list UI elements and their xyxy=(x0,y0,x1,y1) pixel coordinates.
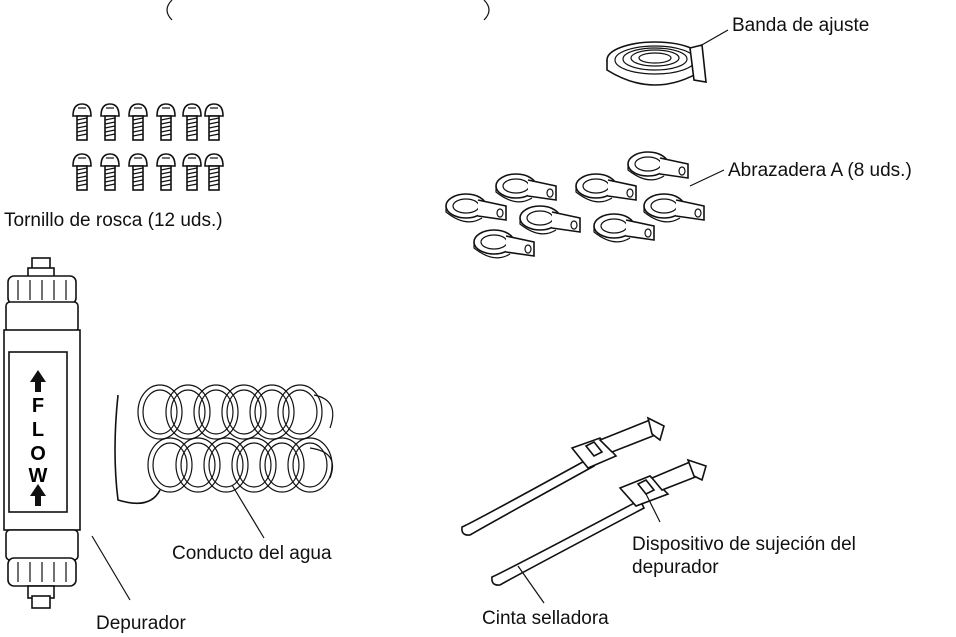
clamp-icon xyxy=(575,173,637,203)
clamp-icon xyxy=(495,173,557,203)
hose-loop xyxy=(147,437,193,493)
clamp-icon xyxy=(627,151,689,181)
label-sealing-tape: Cinta selladora xyxy=(482,608,609,629)
flow-letter: L xyxy=(32,419,44,441)
adjustment-band-roll xyxy=(606,29,729,86)
screw-icon xyxy=(156,153,176,191)
screw-icon xyxy=(72,103,92,141)
label-filter: Depurador xyxy=(96,613,186,634)
screw-icon xyxy=(128,153,148,191)
screw-icon xyxy=(204,153,224,191)
screw-icon xyxy=(100,103,120,141)
hose-loop xyxy=(175,437,221,493)
filter-holder-ties xyxy=(461,416,707,604)
flow-arrow-up-icon xyxy=(30,370,46,392)
hose-loop xyxy=(259,437,305,493)
flow-letter: O xyxy=(30,443,46,465)
clamp-icon xyxy=(473,229,535,259)
label-water-conduit: Conducto del agua xyxy=(172,543,332,564)
label-tapping-screw: Tornillo de rosca (12 uds.) xyxy=(4,210,223,231)
clamp-icon xyxy=(445,193,507,223)
screw-icon xyxy=(72,153,92,191)
screw-icon xyxy=(100,153,120,191)
water-hose-coil xyxy=(114,384,334,539)
hose-loop xyxy=(249,384,295,440)
flow-arrow-up-icon-bottom xyxy=(30,484,46,506)
label-adjustment-band: Banda de ajuste xyxy=(732,15,870,36)
label-filter-holder-line1: Dispositivo de sujeción del xyxy=(632,534,856,555)
hose-loop xyxy=(193,384,239,440)
hose-loop xyxy=(277,384,323,440)
label-clamp-a: Abrazadera A (8 uds.) xyxy=(728,160,912,181)
screw-icon xyxy=(182,153,202,191)
screw-icon xyxy=(128,103,148,141)
hose-loop xyxy=(221,384,267,440)
hose-end xyxy=(309,394,334,479)
clamp-icon xyxy=(643,193,705,223)
screw-icon xyxy=(156,103,176,141)
label-filter-holder-line2: depurador xyxy=(632,557,719,578)
flow-letter: W xyxy=(29,465,48,487)
clamps-group xyxy=(445,151,725,259)
screws-group xyxy=(72,103,224,191)
hose-loop xyxy=(137,384,183,440)
heading-fragment xyxy=(166,0,490,21)
clamp-icon xyxy=(519,205,581,235)
hose-loop xyxy=(203,437,249,493)
hose-loop xyxy=(231,437,277,493)
flow-letter: F xyxy=(32,395,44,417)
clamp-icon xyxy=(593,213,655,243)
hose-loop xyxy=(287,437,333,493)
filter-cartridge: F L O W xyxy=(3,257,131,609)
screw-icon xyxy=(182,103,202,141)
screw-icon xyxy=(204,103,224,141)
hose-loop xyxy=(165,384,211,440)
